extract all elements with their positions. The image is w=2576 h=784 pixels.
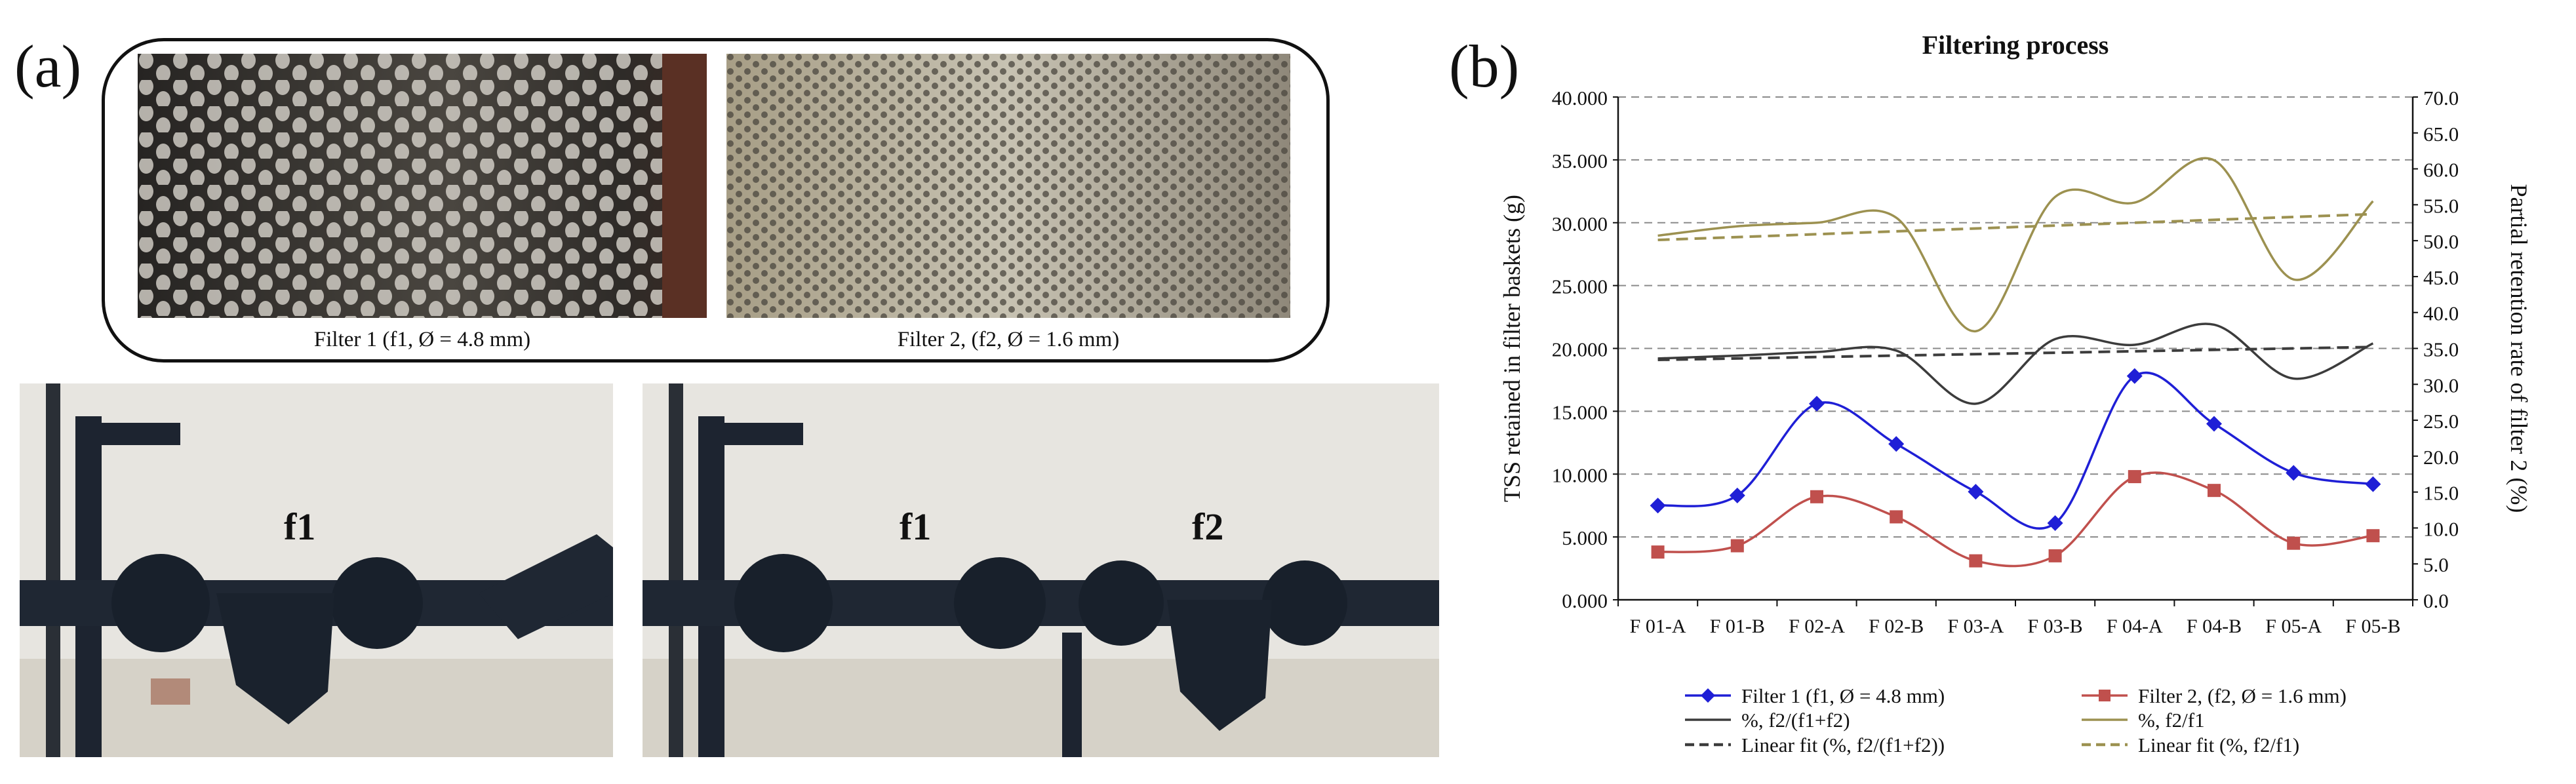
- y-axis-label: TSS retained in filter baskets (g): [1499, 195, 1525, 502]
- photo-right-label-f1: f1: [900, 505, 932, 548]
- series-4-line: [1657, 157, 2374, 332]
- y2-tick-label: 65.0: [2423, 123, 2459, 146]
- y2-tick-label: 0.0: [2423, 589, 2449, 612]
- series-2-point: [2366, 529, 2380, 543]
- filtering-process-chart: Filtering process 0.000 5.000 10.000 15.000 2…: [1499, 30, 2532, 756]
- series-1-point: [1729, 487, 1745, 503]
- series-6-line: [1657, 212, 2373, 242]
- legend-label: %, f2/(f1+f2): [1741, 709, 1850, 732]
- y2-tick-label: 30.0: [2423, 374, 2459, 397]
- y2-tick-label: 25.0: [2423, 410, 2459, 433]
- series-1-line: [1657, 371, 2373, 530]
- x-tick-label: F 01-A: [1630, 616, 1686, 637]
- series-1-point: [2365, 476, 2381, 492]
- y2-tick-label: 60.0: [2423, 159, 2459, 182]
- series-2-point: [1651, 545, 1665, 559]
- x-tick-label: F 04-A: [2107, 616, 2163, 637]
- series-2-point: [1890, 510, 1903, 524]
- y2-tick-label: 45.0: [2423, 266, 2459, 289]
- y-tick-label: 30.000: [1552, 212, 1608, 235]
- legend-label: Filter 1 (f1, Ø = 4.8 mm): [1741, 684, 1945, 707]
- series-1-point: [1809, 395, 1825, 412]
- legend-marker: [2099, 690, 2110, 701]
- y-tick-label: 0.000: [1562, 589, 1608, 612]
- x-tick-label: F 01-B: [1710, 616, 1765, 637]
- x-tick-label: F 02-A: [1789, 616, 1845, 637]
- series-1-point: [2286, 465, 2302, 481]
- x-tick-label: F 04-B: [2187, 616, 2242, 637]
- x-tick-label: F 02-B: [1869, 616, 1924, 637]
- y2-tick-label: 50.0: [2423, 230, 2459, 253]
- x-tick-label: F 03-B: [2028, 616, 2083, 637]
- legend-item: Linear fit (%, f2/(f1+f2)): [1685, 734, 1945, 756]
- chart-title: Filtering process: [1922, 30, 2109, 60]
- x-tick-label: F 05-B: [2345, 616, 2400, 637]
- y-tick-label: 35.000: [1552, 149, 1608, 172]
- installation-photo-f1: [20, 383, 613, 757]
- y2-axis-label: Partial retention rate of filter 2 (%): [2506, 184, 2532, 513]
- y-tick-label: 20.000: [1552, 338, 1608, 361]
- filter-photo-frame: [102, 38, 1330, 363]
- legend-label: Filter 2, (f2, Ø = 1.6 mm): [2138, 684, 2347, 707]
- y-tick-label: 25.000: [1552, 275, 1608, 298]
- series-1-point: [1968, 484, 1984, 500]
- x-tick-label: F 05-A: [2265, 616, 2322, 637]
- series-1-point: [2047, 515, 2063, 532]
- y2-tick-label: 20.0: [2423, 446, 2459, 469]
- legend-item: %, f2/(f1+f2): [1685, 709, 1850, 732]
- legend-item: Filter 2, (f2, Ø = 1.6 mm): [2082, 684, 2347, 707]
- y2-tick-label: 70.0: [2423, 87, 2459, 109]
- series-1-point: [2206, 416, 2222, 432]
- series-1-point: [2126, 368, 2143, 384]
- y-tick-label: 5.000: [1562, 526, 1608, 549]
- series-2-point: [2128, 470, 2141, 484]
- series-2-point: [2048, 549, 2062, 562]
- legend-label: %, f2/f1: [2138, 709, 2205, 732]
- series-1-point: [1650, 498, 1666, 514]
- series-2-line: [1657, 471, 2373, 568]
- y-tick-label: 40.000: [1552, 87, 1608, 109]
- y2-tick-label: 15.0: [2423, 482, 2459, 505]
- legend-item: %, f2/f1: [2082, 709, 2205, 732]
- series-5-line: [1657, 345, 2373, 362]
- y2-tick-label: 55.0: [2423, 194, 2459, 217]
- y2-tick-label: 5.0: [2423, 553, 2449, 576]
- y-tick-label: 10.000: [1552, 463, 1608, 486]
- installation-photo-f1-f2: [643, 383, 1439, 757]
- y-tick-label: 15.000: [1552, 401, 1608, 423]
- series-2-point: [2208, 484, 2221, 498]
- x-tick-label: F 03-A: [1947, 616, 2004, 637]
- y2-tick-label: 10.0: [2423, 517, 2459, 540]
- legend-label: Linear fit (%, f2/f1): [2138, 734, 2299, 756]
- filter2-basket-photo: [726, 54, 1290, 318]
- series-1-point: [1888, 436, 1905, 452]
- panel-a-label: (a): [14, 33, 82, 100]
- y2-tick-label: 40.0: [2423, 302, 2459, 325]
- legend-item: Linear fit (%, f2/f1): [2082, 734, 2299, 756]
- series-2-point: [1730, 539, 1744, 553]
- filter1-caption: Filter 1 (f1, Ø = 4.8 mm): [313, 328, 531, 351]
- series-2-point: [2287, 536, 2301, 550]
- photo-right-label-f2: f2: [1192, 505, 1224, 548]
- y2-tick-label: 35.0: [2423, 338, 2459, 361]
- legend-label: Linear fit (%, f2/(f1+f2)): [1741, 734, 1945, 756]
- filter1-basket-photo: [138, 54, 707, 318]
- legend-marker: [1701, 688, 1715, 703]
- panel-b-label: (b): [1449, 33, 1520, 100]
- series-2-point: [1969, 554, 1983, 568]
- legend-item: Filter 1 (f1, Ø = 4.8 mm): [1685, 684, 1945, 707]
- photo-left-label-f1: f1: [284, 505, 316, 548]
- series-3-line: [1657, 323, 2374, 405]
- filter2-caption: Filter 2, (f2, Ø = 1.6 mm): [897, 328, 1120, 351]
- series-2-point: [1810, 490, 1823, 503]
